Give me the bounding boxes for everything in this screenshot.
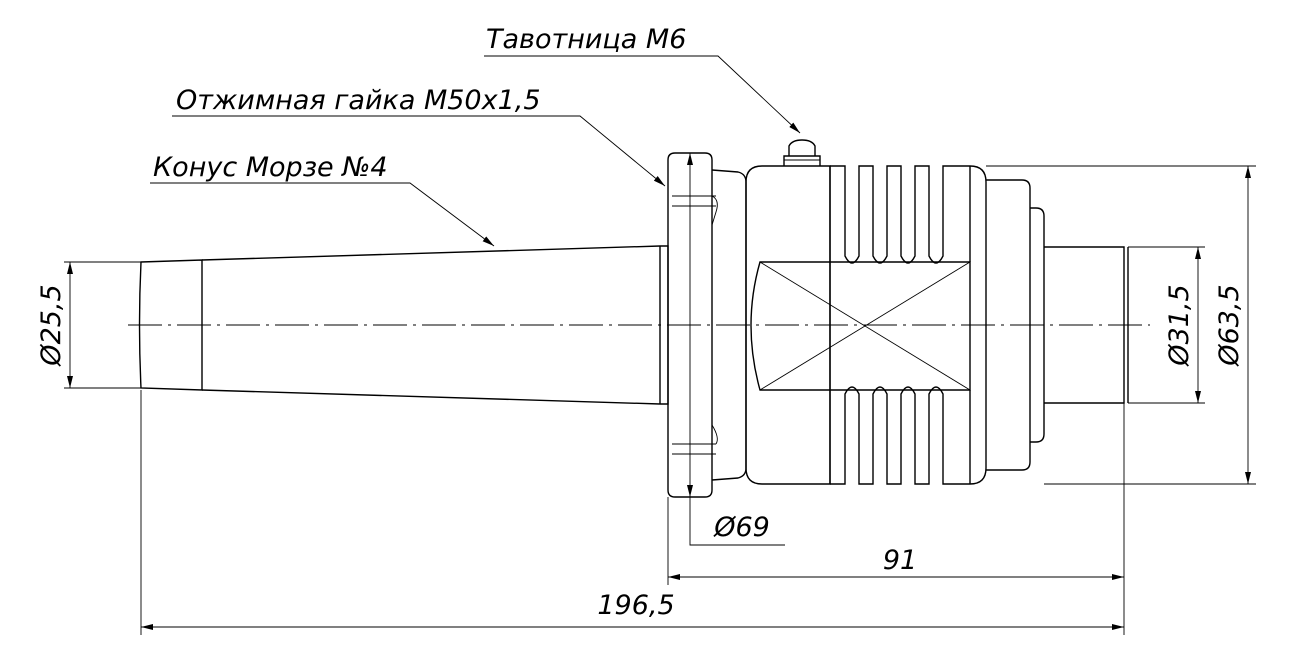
body-diameter-value: Ø63,5 xyxy=(1214,284,1245,366)
nut-diameter-leader xyxy=(689,497,785,546)
clamping-nut-label: Отжимная гайка М50х1,5 xyxy=(176,85,541,116)
nut-diameter-value: Ø69 xyxy=(713,512,770,543)
grease-nipple-leader xyxy=(484,55,801,134)
grease-nipple xyxy=(783,139,821,166)
morse-taper-leader xyxy=(150,182,495,247)
body-length-value: 91 xyxy=(883,545,917,576)
morse-taper-shank xyxy=(138,245,661,405)
clamping-nut xyxy=(660,152,747,498)
grease-nipple-label: Тавотница М6 xyxy=(486,24,686,55)
overall-length-value: 196,5 xyxy=(597,590,674,621)
shank-diameter-value: Ø25,5 xyxy=(36,284,67,366)
clamping-nut-leader xyxy=(172,115,666,187)
extension-lines xyxy=(64,165,1256,635)
right-collar xyxy=(986,179,1129,471)
morse-taper-label: Конус Морзе №4 xyxy=(153,152,388,183)
main-body xyxy=(745,165,987,485)
bore-diameter-value: Ø31,5 xyxy=(1164,284,1195,366)
